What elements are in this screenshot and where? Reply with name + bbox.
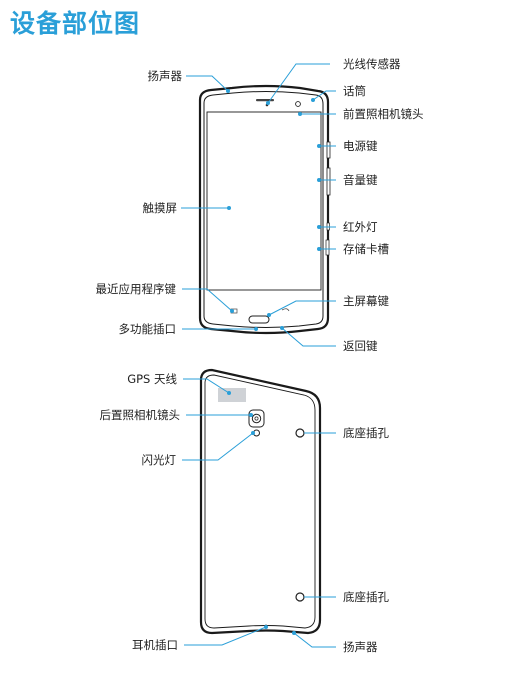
power-key-body[interactable] [326,141,331,159]
label-rear-camera: 后置照相机镜头 [100,408,181,422]
rear-camera-housing [248,409,265,428]
dock-hole-top [295,428,305,438]
label-power-key: 电源键 [343,139,378,153]
label-earpiece: 话筒 [343,84,366,98]
rear-camera-lens [251,413,262,424]
label-light-sensor: 光线传感器 [343,57,401,71]
label-multipurpose-jack: 多功能插口 [119,322,177,336]
front-camera-lens [295,101,301,107]
card-slot-body[interactable] [325,239,330,256]
back-key[interactable] [281,308,290,312]
label-front-camera: 前置照相机镜头 [343,107,424,121]
page-title: 设备部位图 [10,9,141,38]
front-screen [206,111,322,291]
speaker-slot [256,99,274,102]
home-key[interactable] [248,315,270,324]
label-front-speaker: 扬声器 [148,69,183,83]
back-leaders [182,378,336,648]
label-touchscreen: 触摸屏 [143,201,178,215]
label-gps-antenna: GPS 天线 [127,372,177,386]
label-home-key: 主屏幕键 [343,294,389,308]
label-card-slot: 存储卡槽 [343,242,389,256]
label-back-speaker: 扬声器 [343,640,378,654]
back-device [199,368,322,635]
front-leaders [181,63,336,347]
label-dock-hole-bottom: 底座插孔 [343,590,389,604]
label-ir-led: 红外灯 [343,220,378,234]
label-dock-hole-top: 底座插孔 [343,426,389,440]
gps-antenna-area [218,388,246,402]
label-flash: 闪光灯 [142,453,177,467]
volume-key-body[interactable] [326,167,331,196]
front-device [198,84,331,335]
back-labels: GPS 天线 后置照相机镜头 闪光灯 底座插孔 底座插孔 耳机插口 扬声器 [100,372,390,654]
dock-hole-bottom [295,592,305,602]
label-recent-apps-key: 最近应用程序键 [96,282,177,296]
label-headset-jack: 耳机插口 [132,638,178,652]
label-back-key: 返回键 [343,339,378,353]
front-labels: 扬声器 光线传感器 话筒 前置照相机镜头 电源键 音量键 触摸屏 红外灯 存储卡… [96,57,424,353]
label-volume-key: 音量键 [343,173,378,187]
